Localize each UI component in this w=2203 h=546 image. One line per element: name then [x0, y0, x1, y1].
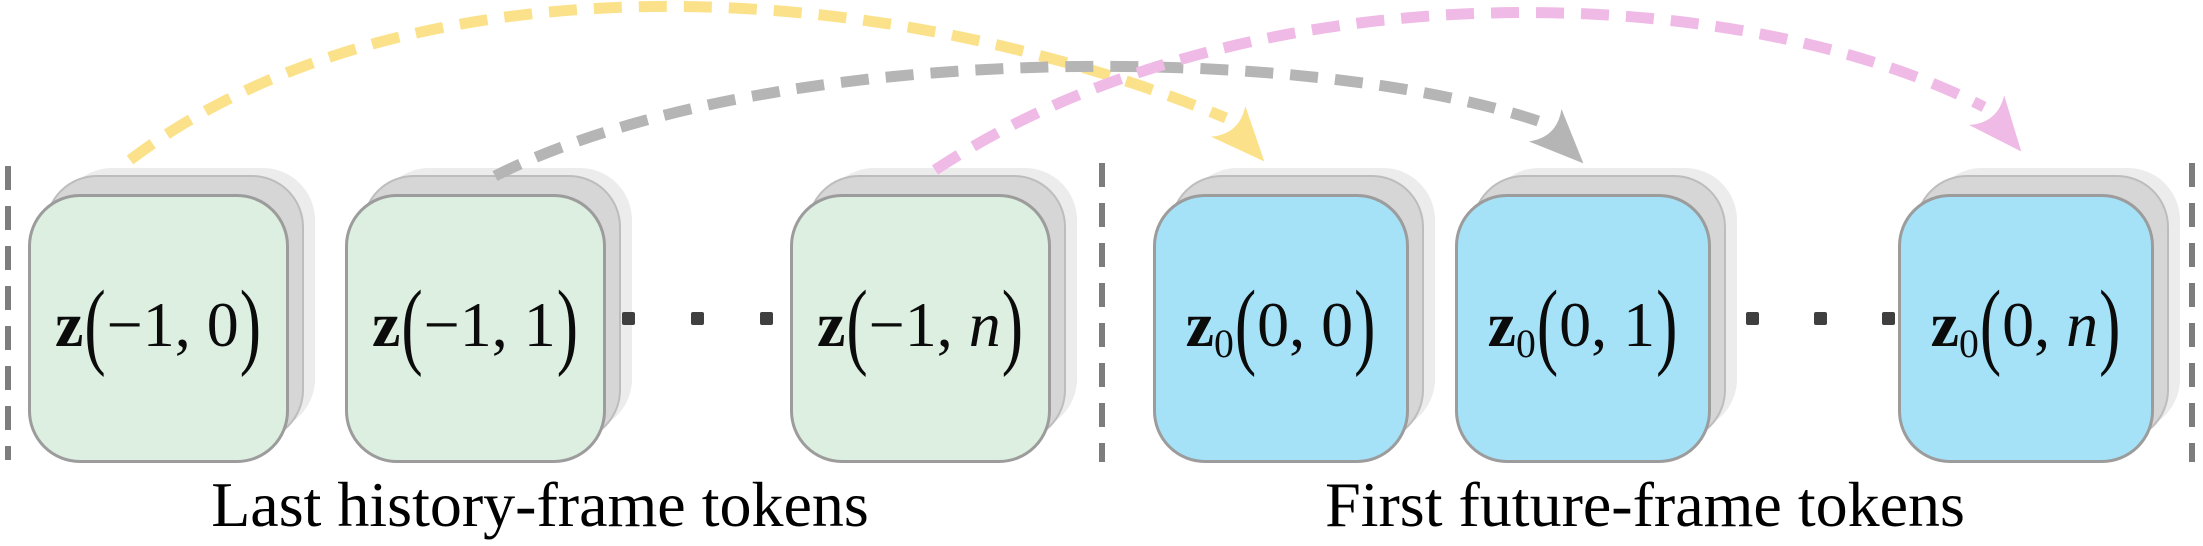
token-label: z(−1, 0): [54, 270, 262, 378]
token-face: z(−1, 0): [28, 194, 289, 463]
ellipsis-dot: [1814, 312, 1827, 325]
ellipsis-dot: [760, 312, 773, 325]
token-face: z(−1, n): [790, 194, 1051, 463]
arrowhead-token-n: [1968, 95, 2022, 152]
future-group-label: First future-frame tokens: [1325, 469, 1965, 540]
token-label: z0(0, 1): [1487, 270, 1678, 378]
token-face: z(−1, 1): [345, 194, 606, 463]
arrowhead-token-0: [1211, 105, 1265, 162]
token-face: z0(0, 0): [1153, 194, 1409, 463]
token-label: z(−1, n): [816, 270, 1024, 378]
ellipsis-dot: [1746, 312, 1759, 325]
token-label: z0(0, n): [1930, 270, 2121, 378]
token-label: z0(0, 0): [1185, 270, 1376, 378]
token-face: z0(0, 1): [1455, 194, 1711, 463]
token-label: z(−1, 1): [371, 270, 579, 378]
ellipsis-dot: [691, 312, 704, 325]
attention-arrow-token-n: [931, 7, 1987, 175]
attention-arrow-token-1: [492, 60, 1546, 181]
ellipsis-dot: [1882, 312, 1895, 325]
token-face: z0(0, n): [1898, 194, 2154, 463]
attention-arrow-token-0: [126, 0, 1229, 165]
history-group-label: Last history-frame tokens: [211, 469, 869, 540]
